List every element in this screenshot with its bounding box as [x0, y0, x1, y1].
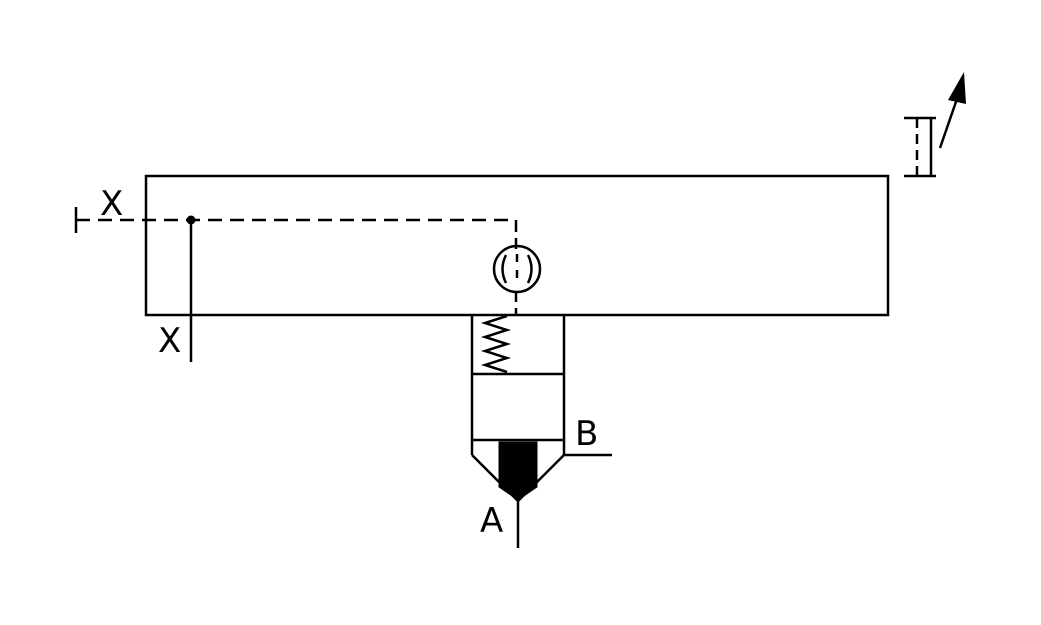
orifice-symbol	[492, 244, 542, 294]
label-x-pilot: X	[100, 184, 123, 224]
spring-icon	[480, 314, 512, 374]
label-x-bottom: X	[158, 321, 181, 361]
adjust-arrow-icon	[948, 72, 966, 104]
poppet-element	[498, 441, 538, 501]
label-a: A	[480, 501, 503, 541]
adjustable-setting-symbol	[904, 72, 966, 178]
label-b: B	[575, 414, 598, 454]
cartridge-body	[470, 315, 566, 455]
